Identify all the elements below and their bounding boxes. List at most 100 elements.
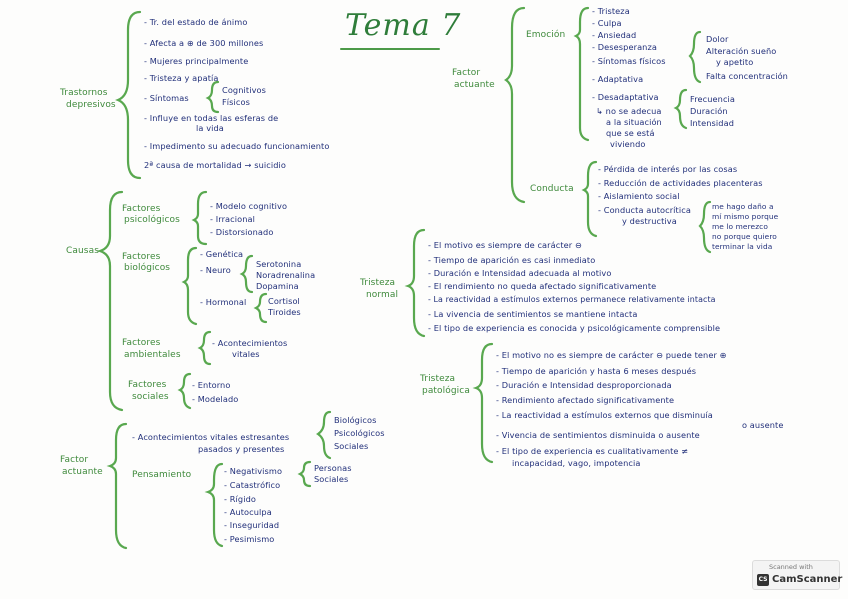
trastornos-item: - Mujeres principalmente: [144, 56, 249, 66]
factor-right-label-1: Factor: [452, 68, 481, 78]
tristeza-normal-label-2: normal: [366, 290, 399, 300]
pensamiento-label: Pensamiento: [132, 470, 192, 480]
tristeza-patologica-item: - Tiempo de aparición y hasta 6 meses de…: [496, 366, 697, 376]
neuro-brace: [239, 254, 254, 294]
acont-sub: Biológicos: [334, 415, 377, 425]
tristeza-normal-label-1: Tristeza: [360, 278, 396, 288]
camscanner-name: CamScanner: [772, 574, 843, 585]
fisicos-sub: Dolor: [706, 34, 729, 44]
cond-note: terminar la vida: [712, 242, 773, 251]
trastornos-item: - Síntomas: [144, 93, 189, 103]
emo-item: - Ansiedad: [592, 30, 637, 40]
camscanner-badge: Scanned with CS CamScanner: [752, 560, 843, 590]
desad-note: viviendo: [610, 139, 646, 149]
tristeza-patologica-item: o ausente: [742, 420, 784, 430]
cond-note-brace: [698, 200, 712, 254]
causas-label: Causas: [66, 246, 99, 256]
emo-item: - Culpa: [592, 18, 622, 28]
neuro-item: - Neuro: [200, 265, 231, 275]
cond-note: mí mismo porque: [712, 212, 779, 221]
sociales-label-2: sociales: [132, 392, 169, 402]
sintomas-item: Cognitivos: [222, 85, 266, 95]
tristeza-normal-item: - El rendimiento no queda afectado signi…: [428, 281, 657, 291]
ambientales-label-1: Factores: [122, 338, 161, 348]
ambientales-item: vitales: [232, 349, 260, 359]
acont-sub: Psicológicos: [334, 428, 385, 438]
trastornos-label-2: depresivos: [66, 100, 116, 110]
pens-item: - Rígido: [224, 494, 256, 504]
personas-brace: [297, 460, 312, 488]
hormonal-sub: Tiroides: [268, 307, 301, 317]
title-underline: [340, 48, 440, 50]
page-title: Tema 7: [345, 8, 462, 43]
emocion-label: Emoción: [526, 30, 566, 40]
acontecimientos-item: - Acontecimientos vitales estresantes: [132, 432, 290, 442]
tristeza-patologica-item: - Rendimiento afectado significativament…: [496, 395, 675, 405]
trastornos-item: - Impedimento su adecuado funcionamiento: [144, 141, 330, 151]
pens-item: - Inseguridad: [224, 520, 280, 530]
sociales-brace: [177, 372, 192, 410]
factor-right-brace: [504, 6, 526, 204]
tristeza-patologica-item: - El tipo de experiencia es cualitativam…: [496, 446, 689, 456]
fisicos-sub: Alteración sueño: [706, 46, 777, 56]
tristeza-normal-item: - El motivo es siempre de carácter ⊖: [428, 240, 582, 250]
neuro-sub: Dopamina: [256, 281, 299, 291]
sociales-label-1: Factores: [128, 380, 167, 390]
tristeza-patologica-item: - La reactividad a estímulos externos qu…: [496, 410, 713, 420]
desad-brace: [673, 88, 688, 130]
pens-item: - Pesimismo: [224, 534, 275, 544]
emocion-brace: [573, 6, 590, 142]
hormonal-brace: [253, 292, 268, 324]
ambientales-item: - Acontecimientos: [212, 338, 288, 348]
cond-item: - Conducta autocrítica: [598, 205, 691, 215]
emo-item: - Síntomas físicos: [592, 56, 666, 66]
desad-sub: Frecuencia: [690, 94, 736, 104]
personas-sub: Sociales: [314, 474, 349, 484]
tristeza-patologica-item: - Vivencia de sentimientos disminuida o …: [496, 430, 700, 440]
neuro-sub: Serotonina: [256, 259, 302, 269]
psicologicos-item: - Irracional: [210, 214, 256, 224]
sociales-item: - Entorno: [192, 380, 231, 390]
tristeza-normal-item: - Tiempo de aparición es casi inmediato: [428, 255, 596, 265]
conducta-brace: [581, 160, 598, 238]
acontecimientos-brace: [316, 410, 332, 460]
sintomas-brace: [205, 80, 220, 114]
tristeza-patologica-brace: [472, 342, 494, 464]
hormonal-item: - Hormonal: [200, 297, 247, 307]
biologicos-brace: [181, 246, 198, 326]
trastornos-label-1: Trastornos: [60, 88, 108, 98]
biologicos-label-2: biológicos: [124, 263, 171, 273]
tristeza-normal-item: - La vivencia de sentimientos se mantien…: [428, 309, 638, 319]
fisicos-sub: y apetito: [716, 57, 754, 67]
psicologicos-item: - Distorsionado: [210, 227, 274, 237]
sintomas-item: Físicos: [222, 97, 251, 107]
cond-item: - Pérdida de interés por las cosas: [598, 164, 738, 174]
trastornos-item: - Tristeza y apatía: [144, 73, 219, 83]
tristeza-normal-item: - El tipo de experiencia es conocida y p…: [428, 323, 721, 333]
trastornos-item: 2ª causa de mortalidad → suicidio: [144, 160, 286, 170]
tristeza-patologica-item: - Duración e Intensidad desproporcionada: [496, 380, 672, 390]
emo-item: - Adaptativa: [592, 74, 644, 84]
conducta-label: Conducta: [530, 184, 574, 194]
emo-item: - Tristeza: [592, 6, 630, 16]
trastornos-item: - Tr. del estado de ánimo: [144, 17, 248, 27]
desad-sub: Intensidad: [690, 118, 734, 128]
tristeza-patologica-item: - El motivo no es siempre de carácter ⊖ …: [496, 350, 727, 360]
desad-note: ↳ no se adecua: [596, 106, 662, 116]
trastornos-brace: [115, 10, 142, 180]
fisicos-brace: [688, 30, 702, 84]
trastornos-item: - Afecta a ⊕ de 300 millones: [144, 38, 264, 48]
desad-note: a la situación: [606, 117, 662, 127]
ambientales-label-2: ambientales: [124, 350, 181, 360]
fisicos-sub: Falta concentración: [706, 71, 788, 81]
psicologicos-label-2: psicológicos: [124, 215, 180, 225]
pens-item: - Catastrófico: [224, 480, 281, 490]
psicologicos-item: - Modelo cognitivo: [210, 201, 288, 211]
tristeza-normal-item: - La reactividad a estímulos externos pe…: [428, 295, 716, 304]
emo-item: - Desesperanza: [592, 42, 657, 52]
acont-sub: Sociales: [334, 441, 369, 451]
biologicos-label-1: Factores: [122, 252, 161, 262]
ambientales-brace: [197, 330, 212, 366]
cond-item: - Aislamiento social: [598, 191, 680, 201]
